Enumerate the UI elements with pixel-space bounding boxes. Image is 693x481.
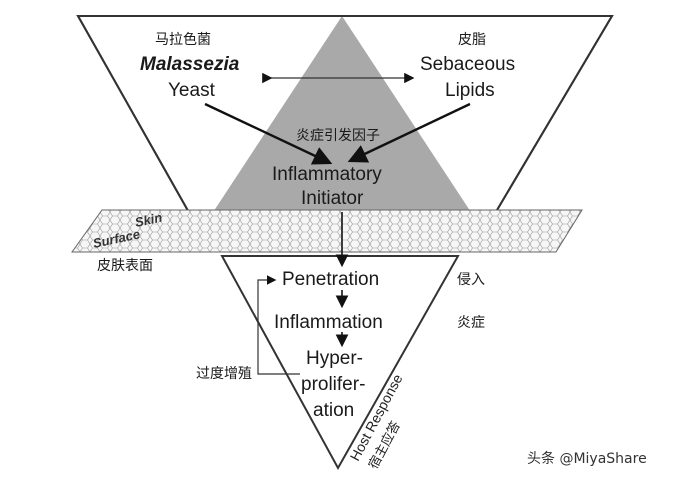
watermark: 头条 @MiyaShare — [527, 450, 647, 467]
yeast-arrow — [204, 102, 333, 165]
skin-surface-plane — [71, 209, 583, 253]
hyperproliferation-label-1: Hyper- — [306, 348, 363, 369]
skin-surface-zh-label: 皮肤表面 — [97, 258, 153, 274]
initiator-label: Initiator — [301, 188, 364, 209]
feedback-loop-arrow — [257, 275, 300, 375]
skin-label-1: Skin — [134, 210, 164, 230]
hyperproliferation-zh-label: 过度增殖 — [196, 365, 252, 382]
yeast-label: Yeast — [168, 80, 216, 101]
sebum-zh-label: 皮脂 — [458, 32, 486, 48]
penetration-label: Penetration — [282, 269, 379, 290]
lipids-arrow — [347, 102, 471, 163]
hyperproliferation-label-2: prolifer- — [301, 374, 365, 395]
inflammation-label: Inflammation — [274, 312, 383, 333]
initiator-zh-label: 炎症引发因子 — [296, 128, 380, 144]
lipids-label: Lipids — [445, 80, 495, 101]
sebaceous-label: Sebaceous — [420, 54, 515, 75]
malassezia-label: Malassezia — [140, 54, 240, 75]
penetration-zh-label: 侵入 — [457, 271, 485, 288]
inflammation-zh-label: 炎症 — [457, 315, 485, 331]
malassezia-zh-label: 马拉色菌 — [155, 31, 211, 48]
inflammatory-label: Inflammatory — [272, 164, 382, 185]
hyperproliferation-label-3: ation — [313, 400, 354, 421]
shaded-core — [200, 16, 484, 232]
